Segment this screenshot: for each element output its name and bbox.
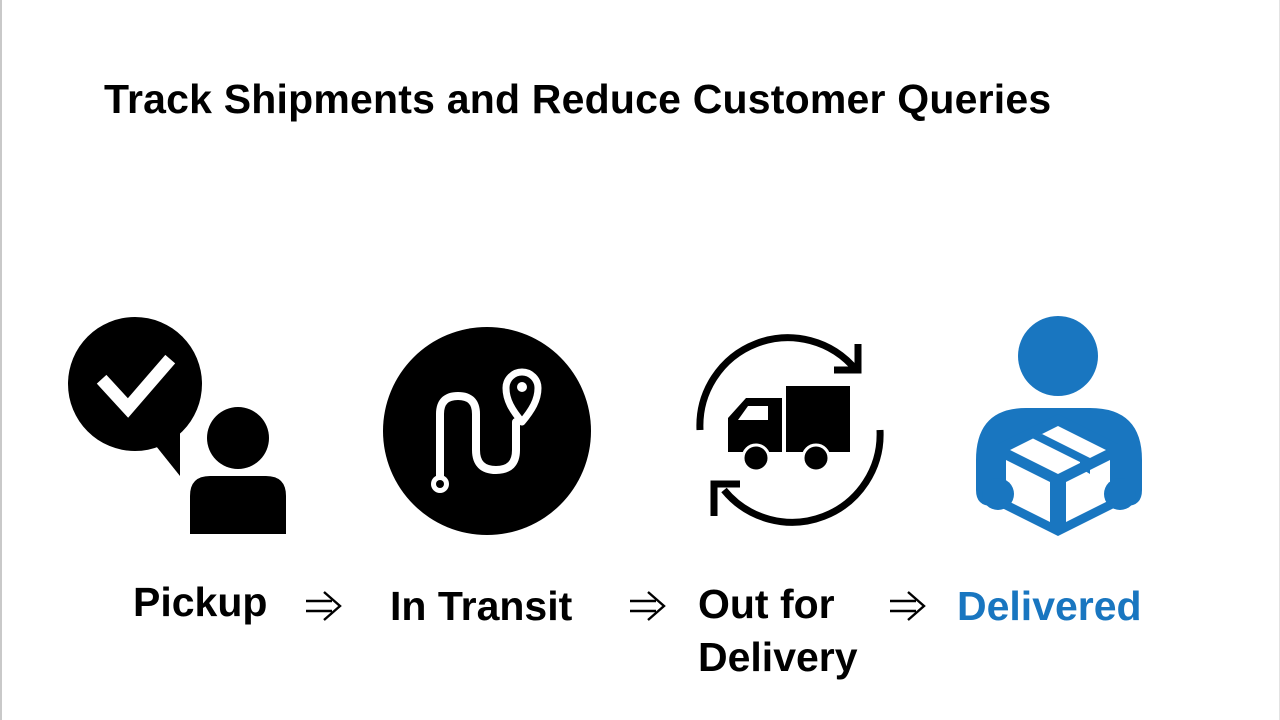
truck-refresh-icon [696, 334, 884, 526]
step-label-out-for-delivery: Out for Delivery [698, 578, 858, 684]
route-pin-icon [383, 327, 591, 535]
person-holding-box-icon [976, 316, 1142, 536]
arrow-right-icon [306, 591, 342, 621]
slide-title: Track Shipments and Reduce Customer Quer… [104, 76, 1052, 122]
step-label-line-1: Out for [698, 581, 835, 627]
step-label-delivered: Delivered [957, 583, 1142, 629]
slide-border-left [0, 0, 2, 720]
arrow-right-icon [890, 591, 926, 621]
step-label-line-2: Delivery [698, 634, 858, 680]
step-label-pickup: Pickup [133, 579, 268, 625]
step-label-in-transit: In Transit [390, 583, 573, 629]
arrow-right-icon [630, 591, 666, 621]
chat-check-person-icon [68, 317, 286, 534]
